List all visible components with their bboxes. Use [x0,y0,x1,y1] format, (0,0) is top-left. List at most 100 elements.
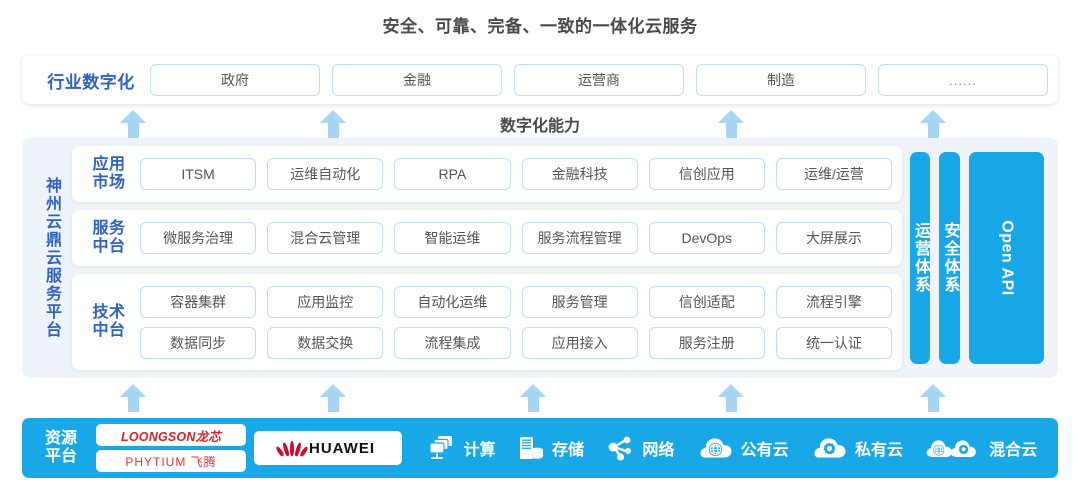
cell-row: 微服务治理 混合云管理 智能运维 服务流程管理 DevOps 大屏展示 [140,222,893,254]
up-arrow-icon [718,384,744,412]
public-cloud-icon [696,435,734,461]
cell-rpa[interactable]: RPA [394,158,511,190]
private-cloud-icon [810,435,848,461]
cell-data-exchange[interactable]: 数据交换 [267,326,384,359]
cloud-service-platform: 神州云鼎云服务平台 应用 市场 ITSM 运维自动化 RPA 金融科技 [22,138,1058,378]
resource-item-label: 公有云 [740,442,789,459]
resource-label-line2: 平台 [44,448,77,465]
industry-box-telecom[interactable]: 运营商 [514,64,684,96]
capability-label: 数字化能力 [499,118,580,135]
cell-itsm[interactable]: ITSM [140,158,257,190]
cell-row: ITSM 运维自动化 RPA 金融科技 信创应用 运维/运营 [140,158,893,190]
page-title: 安全、可靠、完备、一致的一体化云服务 [382,17,698,36]
up-arrow-icon [320,110,346,138]
cell-app-monitoring[interactable]: 应用监控 [267,285,384,318]
resource-item-list: 计算 [402,434,1048,462]
platform-band-stack: 应用 市场 ITSM 运维自动化 RPA 金融科技 信创应用 运维/运营 [72,146,902,370]
pillar-label: 安全体系 [941,222,959,294]
cell-xinchuang-app[interactable]: 信创应用 [648,158,765,190]
phytium-logo: PHYTIUM 飞腾 [96,450,246,472]
band-service-midplatform-rows: 微服务治理 混合云管理 智能运维 服务流程管理 DevOps 大屏展示 [140,218,893,258]
band-label-line2: 中台 [92,322,126,339]
resource-item-hybrid-cloud[interactable]: 混合云 [924,435,1037,461]
platform-inner: 应用 市场 ITSM 运维自动化 RPA 金融科技 信创应用 运维/运营 [72,146,1048,370]
cell-data-sync[interactable]: 数据同步 [140,326,257,359]
pillar-label: Open API [998,220,1016,296]
industry-box-more[interactable]: ...... [878,64,1048,96]
band-service-midplatform: 服务 中台 微服务治理 混合云管理 智能运维 服务流程管理 DevOps 大屏展… [72,210,902,266]
band-app-market-rows: ITSM 运维自动化 RPA 金融科技 信创应用 运维/运营 [140,154,893,194]
up-arrow-icon [920,110,946,138]
industry-box-manufacturing[interactable]: 制造 [696,64,866,96]
cell-dashboard-display[interactable]: 大屏展示 [775,222,893,254]
band-label-line2: 中台 [92,238,126,255]
cell-row: 数据同步 数据交换 流程集成 应用接入 服务注册 统一认证 [140,326,893,359]
cell-container-cluster[interactable]: 容器集群 [140,285,257,318]
cell-process-engine[interactable]: 流程引擎 [775,285,893,318]
pillar-security-system[interactable]: 安全体系 [939,152,960,364]
resource-item-private-cloud[interactable]: 私有云 [810,435,903,461]
pillar-label: 运营体系 [912,222,930,294]
resource-item-label: 存储 [551,442,584,459]
industry-box-government[interactable]: 政府 [150,64,320,96]
loongson-logo: LOONGSON龙芯 [96,424,246,446]
cell-unified-auth[interactable]: 统一认证 [775,326,893,359]
band-service-midplatform-label: 服务 中台 [78,220,140,256]
resource-item-network[interactable]: 网络 [605,434,674,462]
up-arrow-icon [120,384,146,412]
storage-icon [517,434,545,462]
cell-process-integration[interactable]: 流程集成 [394,326,511,359]
cell-app-access[interactable]: 应用接入 [521,326,638,359]
band-tech-midplatform-label: 技术 中台 [78,304,140,340]
up-arrow-icon [920,384,946,412]
band-app-market-label: 应用 市场 [78,156,140,192]
resource-item-compute[interactable]: 计算 [427,434,496,462]
resource-platform-bar: 资源 平台 LOONGSON龙芯 PHYTIUM 飞腾 HUAWEI [22,418,1058,478]
up-arrow-icon [520,384,546,412]
resource-item-label: 私有云 [854,442,903,459]
cell-service-process-mgmt[interactable]: 服务流程管理 [521,222,638,254]
up-arrow-icon [320,384,346,412]
cell-xinchuang-adaptation[interactable]: 信创适配 [648,285,765,318]
platform-vertical-label: 神州云鼎云服务平台 [43,177,60,339]
industry-box-finance[interactable]: 金融 [332,64,502,96]
network-icon [605,434,635,462]
industry-band: 行业数字化 政府 金融 运营商 制造 ...... [22,56,1058,104]
resource-item-storage[interactable]: 存储 [517,434,584,462]
band-label-line1: 技术 [92,304,126,322]
cell-devops[interactable]: DevOps [648,222,765,254]
cell-intelligent-ops[interactable]: 智能运维 [394,222,511,254]
band-app-market: 应用 市场 ITSM 运维自动化 RPA 金融科技 信创应用 运维/运营 [72,146,902,202]
resource-item-label: 计算 [463,442,496,459]
pillar-operations-system[interactable]: 运营体系 [910,152,931,364]
resource-item-label: 混合云 [989,442,1038,459]
up-arrow-icon [718,110,744,138]
cell-ops-automation[interactable]: 运维自动化 [267,158,384,190]
huawei-flower-icon [275,439,309,458]
huawei-logo-text: HUAWEI [309,439,375,457]
industry-box-list: 政府 金融 运营商 制造 ...... [150,64,1048,96]
pillar-open-api[interactable]: Open API [968,152,1045,364]
up-arrow-icon [120,110,146,138]
cell-hybrid-cloud-mgmt[interactable]: 混合云管理 [267,222,384,254]
cell-fintech[interactable]: 金融科技 [521,158,638,190]
band-label-line2: 市场 [92,174,126,191]
huawei-logo: HUAWEI [254,431,402,465]
cell-service-registry[interactable]: 服务注册 [648,326,765,359]
cell-ops-operations[interactable]: 运维/运营 [775,158,893,190]
compute-icon [427,434,457,462]
hybrid-cloud-icon [924,435,982,461]
band-tech-midplatform: 技术 中台 容器集群 应用监控 自动化运维 服务管理 信创适配 流程引擎 [72,274,902,370]
band-label-line1: 应用 [92,156,126,174]
cell-row: 容器集群 应用监控 自动化运维 服务管理 信创适配 流程引擎 [140,285,893,318]
cell-automated-ops[interactable]: 自动化运维 [394,285,511,318]
band-label-line1: 服务 [92,220,126,238]
vendor-logo-stack: LOONGSON龙芯 PHYTIUM 飞腾 [96,424,246,472]
resource-item-label: 网络 [642,442,675,459]
cell-microservice-governance[interactable]: 微服务治理 [140,222,257,254]
resource-label-line1: 资源 [44,429,77,447]
cell-service-mgmt[interactable]: 服务管理 [521,285,638,318]
resource-item-public-cloud[interactable]: 公有云 [696,435,789,461]
resource-platform-label: 资源 平台 [30,430,92,467]
